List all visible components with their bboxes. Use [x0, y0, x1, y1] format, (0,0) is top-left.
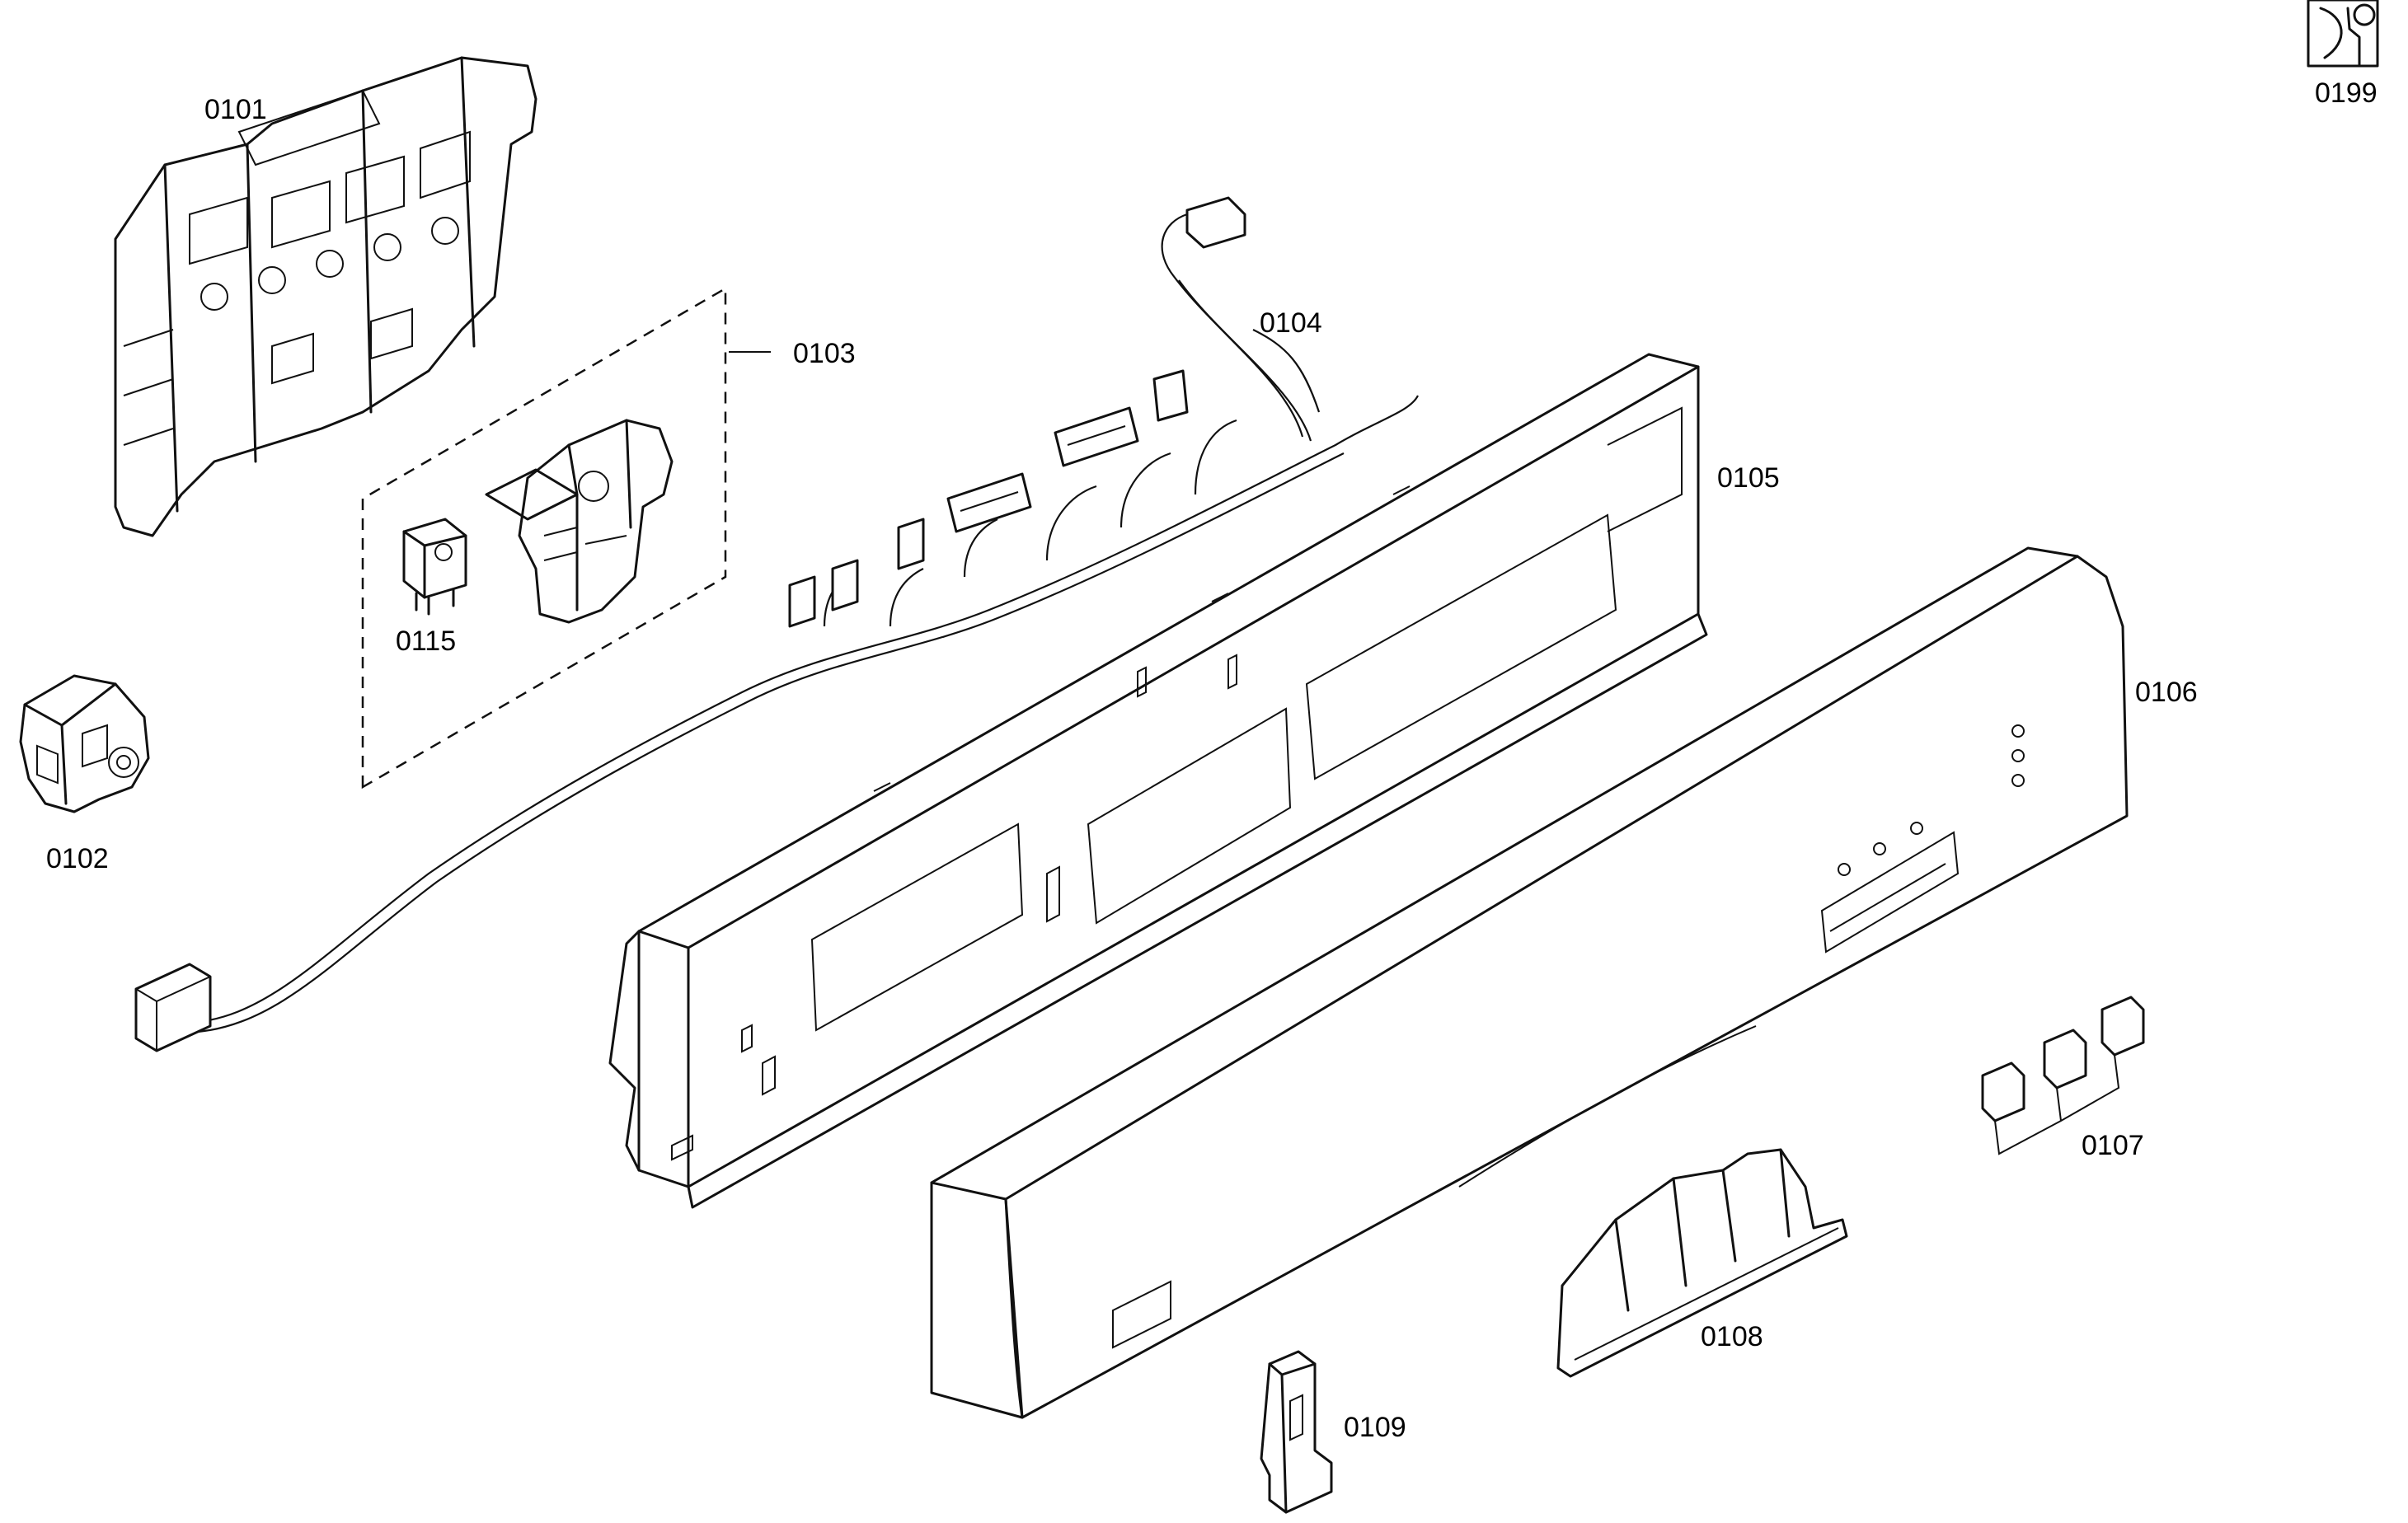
part-0104-wiring-harness[interactable] [134, 196, 1419, 1052]
part-0108-door-handle[interactable] [1556, 1148, 1848, 1378]
part-0102-door-switch[interactable] [19, 674, 150, 813]
label-0106: 0106 [2135, 677, 2198, 708]
label-0108: 0108 [1701, 1321, 1763, 1352]
label-0115: 0115 [396, 626, 456, 657]
part-0107-push-buttons[interactable] [1981, 996, 2145, 1155]
part-0103-switch-mechanism[interactable] [485, 419, 674, 624]
label-0105: 0105 [1717, 462, 1780, 494]
label-0199: 0199 [2315, 77, 2377, 109]
part-0115-relay[interactable] [402, 518, 467, 616]
part-0106-front-fascia[interactable] [930, 546, 2129, 1419]
label-0103: 0103 [793, 338, 856, 369]
label-0109: 0109 [1344, 1412, 1406, 1443]
label-0107: 0107 [2082, 1130, 2144, 1161]
label-0104: 0104 [1260, 307, 1322, 339]
part-0199-service-tool-icon[interactable] [2307, 0, 2379, 68]
part-0109-latch[interactable] [1260, 1350, 1333, 1514]
label-0101: 0101 [204, 94, 267, 125]
part-0101-control-module[interactable] [114, 56, 537, 537]
part-0103-assembly-group[interactable] [361, 286, 771, 790]
part-0105-panel-frame[interactable] [608, 353, 1708, 1209]
label-0102: 0102 [46, 843, 109, 874]
